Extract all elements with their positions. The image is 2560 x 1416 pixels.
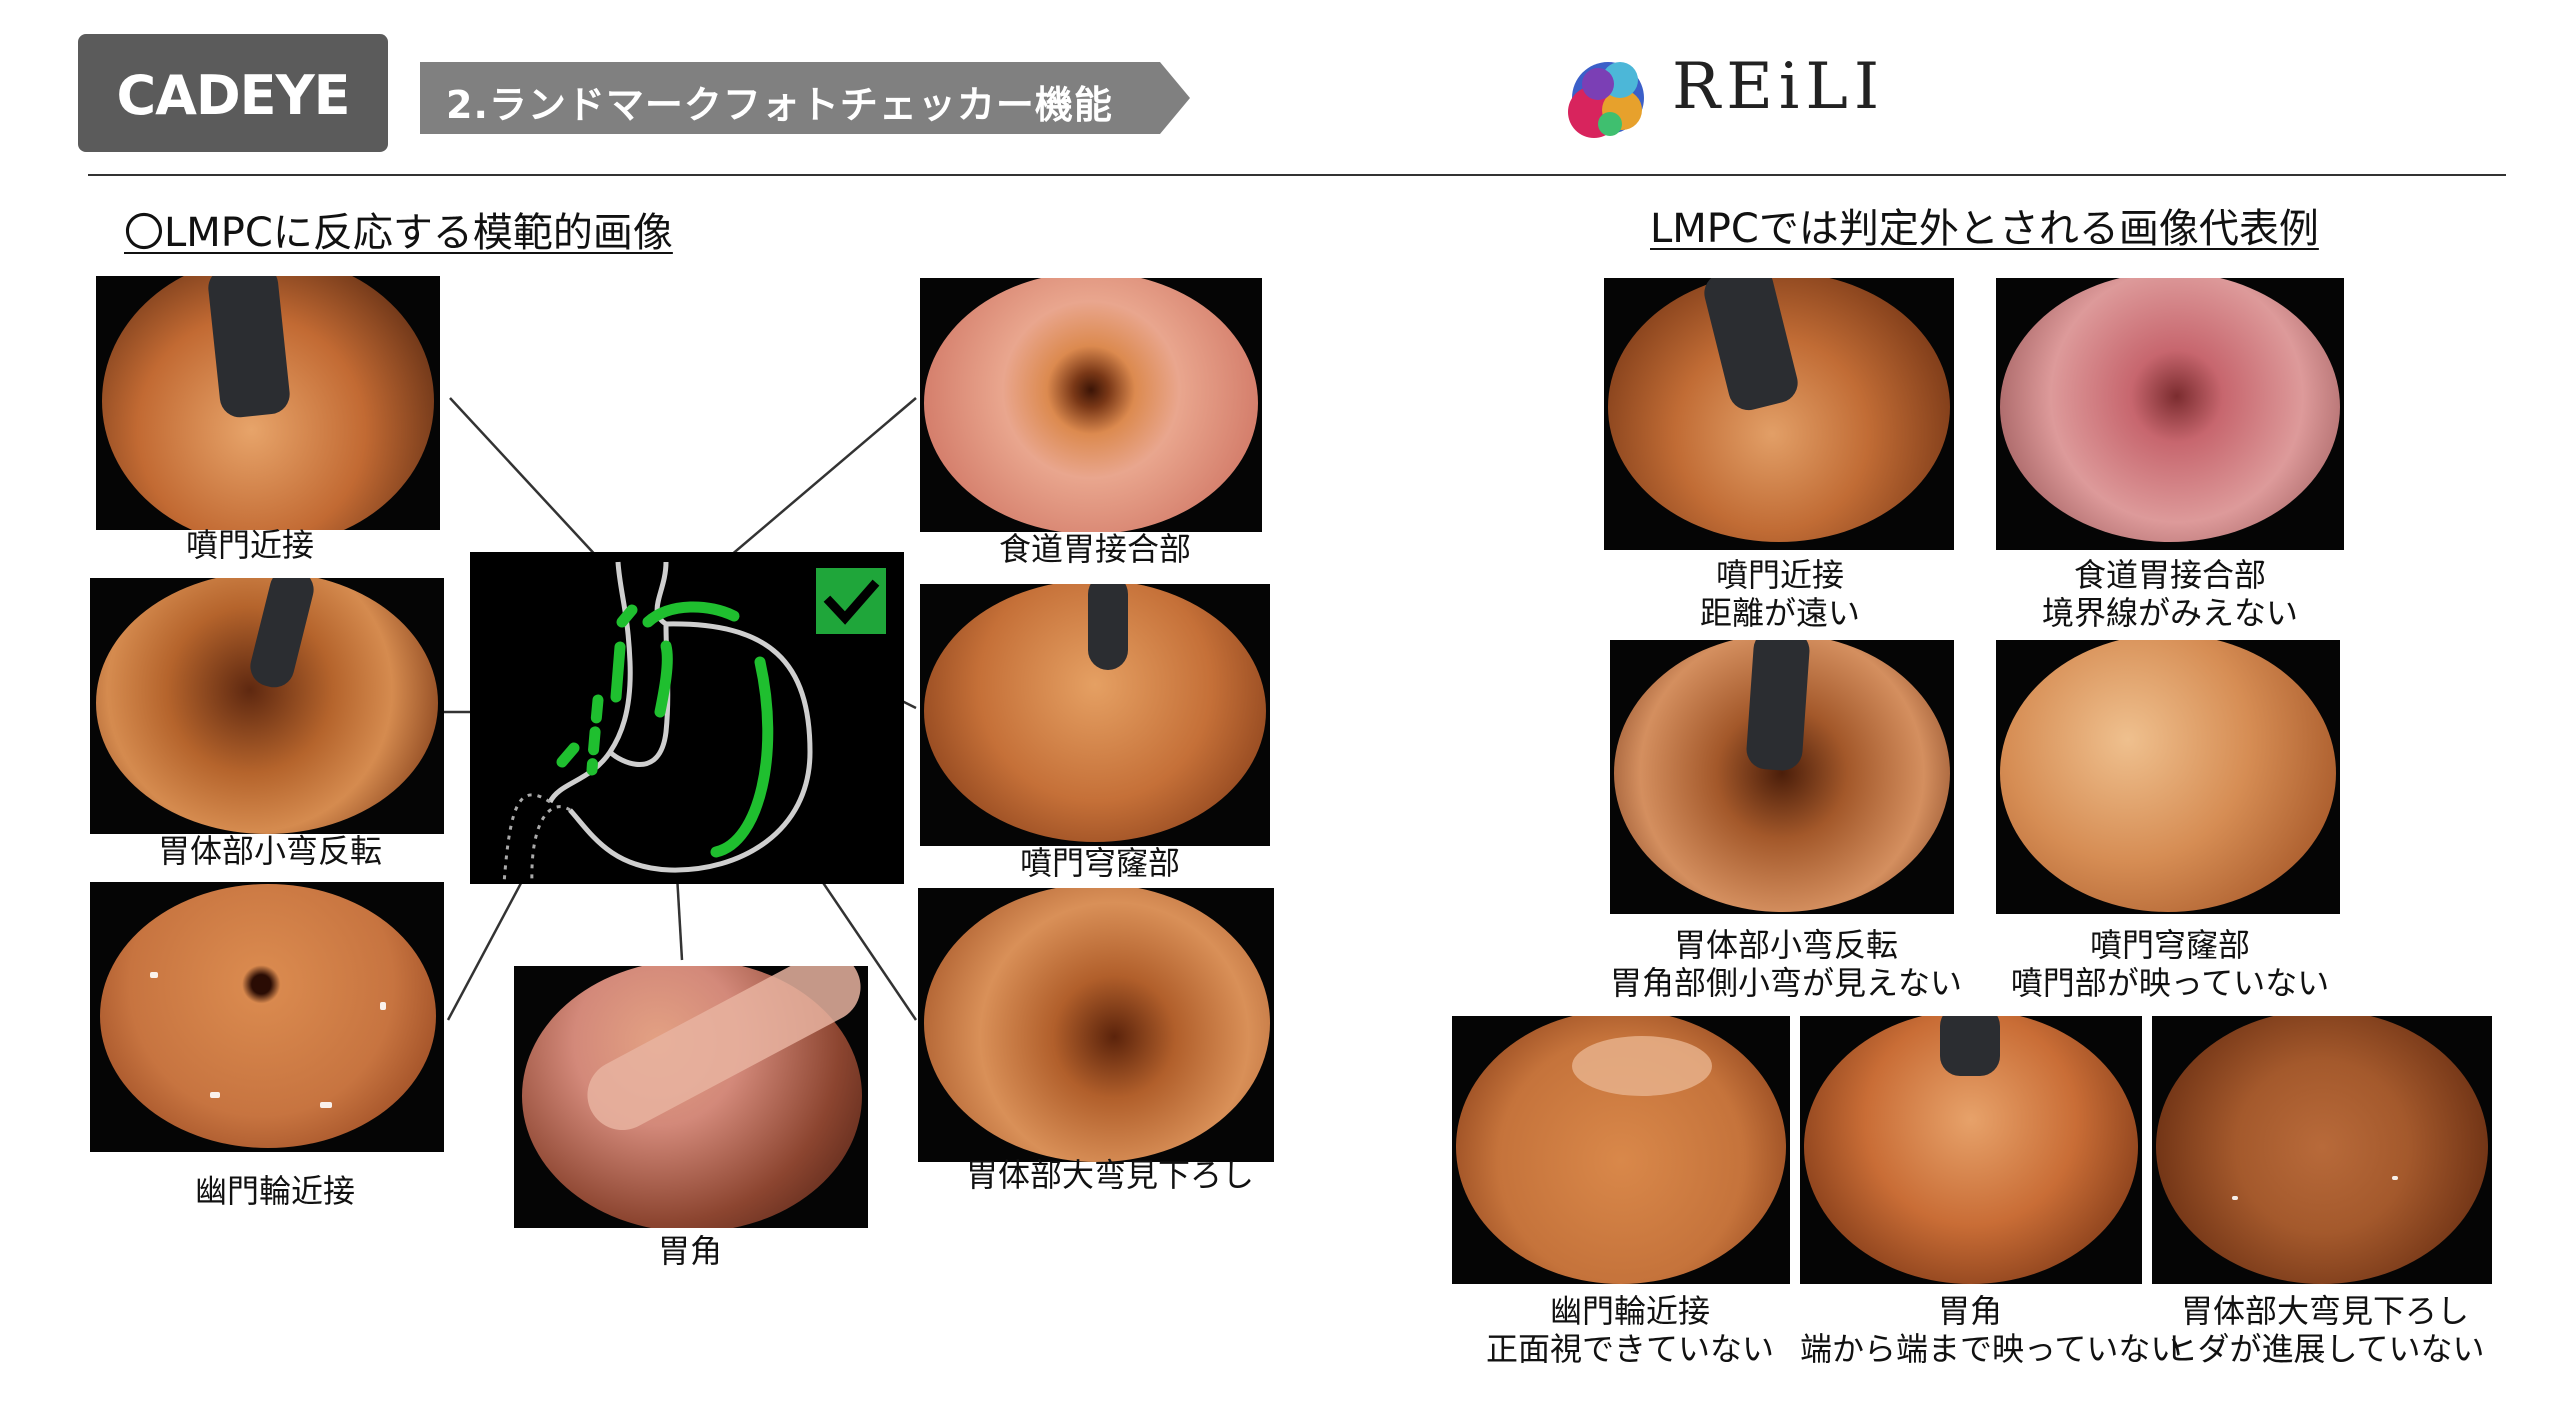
caption-egj: 食道胃接合部 [998, 530, 1191, 568]
caption-bad-pylorus-note: 正面視できていない [1485, 1330, 1774, 1368]
caption-bad-fornix-note: 噴門部が映っていない [2010, 964, 2330, 1002]
reili-brand: REiLI [1672, 50, 1886, 124]
right-heading: LMPCでは判定外とされる画像代表例 [1650, 206, 2319, 252]
caption-bad-greater-title: 胃体部大弯見下ろし [2180, 1292, 2469, 1330]
photo-bad-egj [1996, 278, 2344, 550]
left-heading: 〇LMPCに反応する模範的画像 [124, 210, 673, 256]
reili-logo-mark [1568, 62, 1644, 138]
photo-egj [920, 278, 1262, 532]
check-icon [816, 568, 886, 634]
photo-greater-curvature [918, 888, 1274, 1162]
caption-bad-angle-title: 胃角 [1937, 1292, 2002, 1330]
cadeye-logo-text: CADEYE [116, 64, 350, 127]
photo-bad-cardia [1604, 278, 1954, 550]
caption-fornix: 噴門穹窿部 [1019, 844, 1180, 882]
photo-pylorus [90, 882, 444, 1152]
caption-bad-egj-title: 食道胃接合部 [2073, 556, 2266, 594]
caption-cardia: 噴門近接 [185, 526, 314, 564]
caption-bad-lesser-note: 胃角部側小弯が見えない [1609, 964, 1962, 1002]
caption-bad-egj-note: 境界線がみえない [2041, 594, 2298, 632]
caption-lesser: 胃体部小弯反転 [157, 832, 382, 870]
caption-bad-pylorus-title: 幽門輪近接 [1549, 1292, 1710, 1330]
caption-bad-greater-note: ヒダが進展していない [2165, 1330, 2485, 1368]
photo-bad-lesser [1610, 640, 1954, 914]
header-divider [88, 174, 2506, 176]
photo-bad-greater [2152, 1016, 2492, 1284]
caption-bad-angle-note: 端から端まで映っていない [1800, 1330, 2183, 1368]
section-title: 2.ランドマークフォトチェッカー機能 [446, 83, 1113, 127]
caption-pylorus: 幽門輪近接 [194, 1172, 355, 1210]
photo-bad-angle [1800, 1016, 2142, 1284]
photo-cardia-approach [96, 276, 440, 530]
photo-bad-pylorus [1452, 1016, 1790, 1284]
caption-bad-fornix-title: 噴門穹窿部 [2089, 926, 2250, 964]
caption-greater: 胃体部大弯見下ろし [965, 1156, 1254, 1194]
cadeye-logo: CADEYE [78, 34, 388, 152]
caption-angle: 胃角 [657, 1232, 722, 1270]
photo-fornix [920, 584, 1270, 846]
stomach-diagram [470, 552, 904, 885]
photo-bad-fornix [1996, 640, 2340, 914]
caption-bad-cardia-note: 距離が遠い [1699, 594, 1860, 632]
caption-bad-lesser-title: 胃体部小弯反転 [1673, 926, 1898, 964]
tag-arrow-shape [420, 62, 1190, 134]
photo-angle [514, 966, 868, 1228]
photo-lesser-curvature [90, 578, 444, 834]
section-title-tag: 2.ランドマークフォトチェッカー機能 [420, 62, 1190, 134]
caption-bad-cardia-title: 噴門近接 [1715, 556, 1844, 594]
